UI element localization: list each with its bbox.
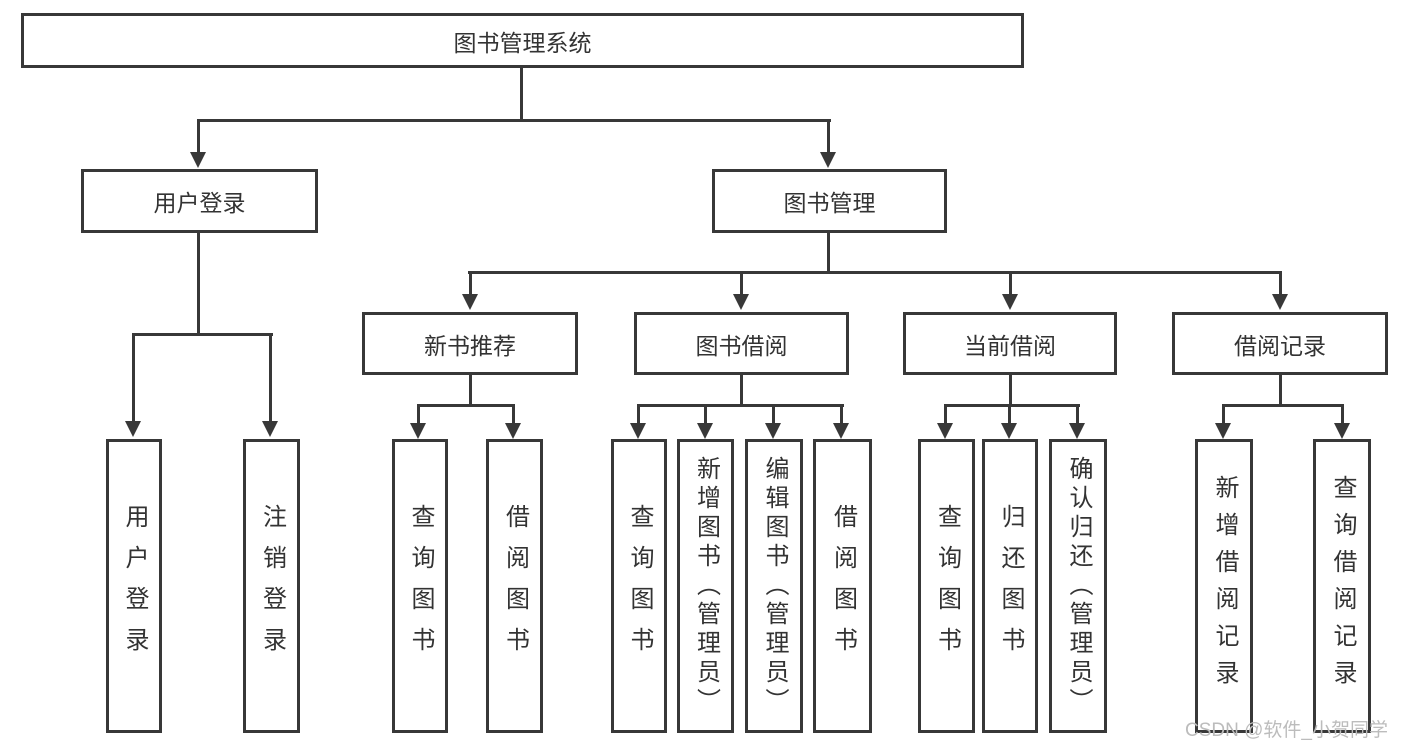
connector-stub-user-login [197, 119, 200, 154]
arrowhead-logout-leaf [262, 421, 278, 437]
node-leaf-borrow-book-2-label: 借阅图书 [829, 504, 857, 668]
node-leaf-confirm-return-admin: 确认归还（管理员） [1049, 439, 1107, 733]
arrowhead-g4-2 [1334, 423, 1350, 439]
connector-g2-stub3 [772, 404, 775, 425]
arrowhead-book-management [820, 152, 836, 168]
node-leaf-user-login: 用户登录 [106, 439, 162, 733]
arrowhead-g3-3 [1069, 423, 1085, 439]
node-leaf-query-book-3: 查询图书 [918, 439, 975, 733]
node-leaf-borrow-book-1-label: 借阅图书 [501, 504, 529, 668]
node-leaf-edit-book-admin: 编辑图书（管理员） [745, 439, 803, 733]
connector-g2-stub2 [704, 404, 707, 425]
csdn-watermark: CSDN @软件_小贺同学 [1185, 720, 1388, 741]
node-leaf-user-login-label: 用户登录 [121, 504, 148, 668]
connector-g3-stub3 [1076, 404, 1079, 425]
node-leaf-borrow-book-1: 借阅图书 [486, 439, 543, 733]
arrowhead-g3-2 [1001, 423, 1017, 439]
arrowhead-g4-1 [1215, 423, 1231, 439]
connector-root-horizontal [197, 119, 831, 122]
connector-g1-horizontal [417, 404, 515, 407]
node-leaf-add-borrow-record: 新增借阅记录 [1195, 439, 1253, 733]
connector-g3-horizontal [944, 404, 1080, 407]
connector-userlogin-horizontal [132, 333, 273, 336]
node-leaf-query-borrow-record: 查询借阅记录 [1313, 439, 1371, 733]
connector-g4-horizontal [1222, 404, 1344, 407]
connector-g4-stub1 [1222, 404, 1225, 425]
connector-g1-stub1 [417, 404, 420, 425]
node-new-book-recommend: 新书推荐 [362, 312, 578, 375]
arrowhead-g2-3 [765, 423, 781, 439]
arrowhead-g2-4 [833, 423, 849, 439]
connector-g4-vertical [1279, 373, 1282, 406]
connector-bookmgmt-vertical [827, 231, 830, 273]
node-leaf-logout: 注销登录 [243, 439, 300, 733]
connector-g2-stub1 [637, 404, 640, 425]
node-leaf-return-book: 归还图书 [982, 439, 1038, 733]
node-leaf-query-book-3-label: 查询图书 [933, 504, 961, 668]
arrowhead-user-login [190, 152, 206, 168]
connector-stub-logout-leaf [269, 333, 272, 421]
connector-stub-borrow-record [1279, 271, 1282, 297]
connector-g3-stub2 [1008, 404, 1011, 425]
node-leaf-query-book-1-label: 查询图书 [407, 504, 434, 668]
node-leaf-add-borrow-record-label: 新增借阅记录 [1211, 475, 1238, 697]
node-user-login: 用户登录 [81, 169, 318, 233]
connector-g1-vertical [469, 373, 472, 406]
arrowhead-borrow-record [1272, 294, 1288, 310]
connector-stub-current-borrow [1009, 271, 1012, 297]
connector-root-vertical [520, 66, 523, 121]
connector-g4-stub2 [1341, 404, 1344, 425]
node-current-borrow: 当前借阅 [903, 312, 1117, 375]
arrowhead-g1-1 [410, 423, 426, 439]
connector-g2-vertical [740, 373, 743, 406]
node-library-management-system: 图书管理系统 [21, 13, 1024, 68]
node-leaf-query-book-1: 查询图书 [392, 439, 448, 733]
node-borrow-record: 借阅记录 [1172, 312, 1388, 375]
connector-stub-new-book [469, 271, 472, 297]
arrowhead-login-leaf [125, 421, 141, 437]
node-leaf-add-book-admin: 新增图书（管理员） [677, 439, 734, 733]
node-leaf-confirm-return-admin-label: 确认归还（管理员） [1065, 455, 1092, 717]
arrowhead-g2-1 [630, 423, 646, 439]
node-leaf-edit-book-admin-label: 编辑图书（管理员） [761, 455, 788, 717]
arrowhead-g2-2 [697, 423, 713, 439]
node-leaf-query-book-2: 查询图书 [611, 439, 667, 733]
arrowhead-current-borrow [1002, 294, 1018, 310]
node-leaf-query-borrow-record-label: 查询借阅记录 [1329, 475, 1356, 697]
node-leaf-return-book-label: 归还图书 [997, 504, 1024, 668]
node-leaf-logout-label: 注销登录 [258, 504, 286, 668]
node-leaf-add-book-admin-label: 新增图书（管理员） [692, 455, 720, 717]
arrowhead-book-borrow [733, 294, 749, 310]
connector-bookmgmt-horizontal [468, 271, 1282, 274]
node-book-borrow: 图书借阅 [634, 312, 849, 375]
connector-g3-vertical [1009, 373, 1012, 406]
connector-userlogin-vertical [197, 231, 200, 336]
arrowhead-g1-2 [505, 423, 521, 439]
connector-g2-stub4 [840, 404, 843, 425]
node-leaf-query-book-2-label: 查询图书 [626, 504, 653, 668]
connector-stub-book-borrow [740, 271, 743, 297]
connector-g3-stub1 [944, 404, 947, 425]
arrowhead-g3-1 [937, 423, 953, 439]
connector-stub-login-leaf [132, 333, 135, 421]
node-leaf-borrow-book-2: 借阅图书 [813, 439, 872, 733]
arrowhead-new-book [462, 294, 478, 310]
node-book-management: 图书管理 [712, 169, 947, 233]
connector-stub-book-management [827, 119, 830, 154]
connector-g2-horizontal [637, 404, 844, 407]
connector-g1-stub2 [512, 404, 515, 425]
